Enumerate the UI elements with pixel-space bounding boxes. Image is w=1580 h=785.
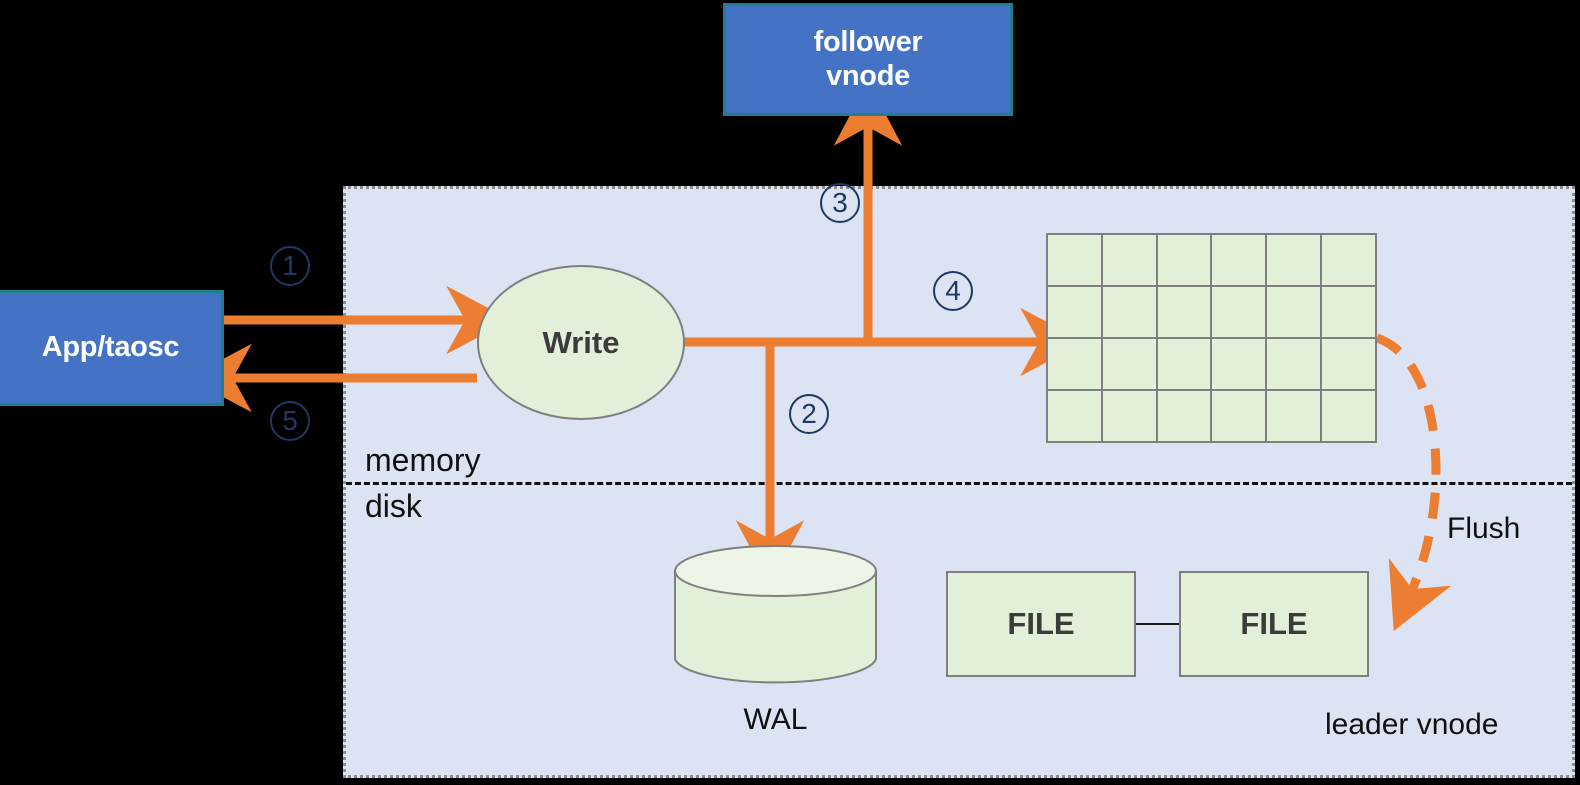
memtable-cell bbox=[1322, 235, 1375, 285]
memtable-cell bbox=[1322, 339, 1375, 389]
memtable-cell bbox=[1267, 235, 1321, 285]
flush-edge-label: Flush bbox=[1447, 512, 1521, 545]
memtable-cell bbox=[1157, 339, 1211, 389]
step-badge-1: 1 bbox=[270, 246, 310, 286]
memtable-cell bbox=[1102, 391, 1156, 441]
file-link-line bbox=[1136, 623, 1180, 625]
memtable-cell bbox=[1048, 235, 1101, 285]
memtable-cell bbox=[1267, 391, 1321, 441]
memtable-cell bbox=[1102, 339, 1156, 389]
memtable-cell bbox=[1048, 391, 1101, 441]
step-badge-2: 2 bbox=[789, 394, 829, 434]
wal-label: WAL bbox=[743, 703, 808, 736]
memtable-cell bbox=[1267, 287, 1321, 337]
memtable-cell bbox=[1212, 391, 1266, 441]
app-taosc-label: App/taosc bbox=[41, 331, 180, 364]
memory-disk-divider bbox=[346, 482, 1572, 485]
step-badge-5: 5 bbox=[270, 401, 310, 441]
memtable-cell bbox=[1212, 287, 1266, 337]
memtable-cell bbox=[1048, 287, 1101, 337]
memtable-cell bbox=[1212, 235, 1266, 285]
memtable-cell bbox=[1157, 391, 1211, 441]
memtable-cell bbox=[1322, 287, 1375, 337]
follower-vnode-label-line1: follower bbox=[813, 26, 923, 59]
step-badge-4: 4 bbox=[933, 271, 973, 311]
memtable-cell bbox=[1212, 339, 1266, 389]
leader-vnode-label: leader vnode bbox=[1325, 708, 1499, 741]
app-taosc-box[interactable]: App/taosc bbox=[0, 290, 224, 406]
memtable-grid bbox=[1046, 233, 1377, 443]
memtable-cell bbox=[1157, 287, 1211, 337]
follower-vnode-box[interactable]: follower vnode bbox=[723, 3, 1013, 116]
file-box-2-label: FILE bbox=[1240, 606, 1308, 641]
file-box-1[interactable]: FILE bbox=[946, 571, 1136, 677]
write-node-label: Write bbox=[542, 324, 620, 360]
memtable-cell bbox=[1102, 235, 1156, 285]
wal-cylinder-icon[interactable] bbox=[674, 545, 877, 685]
file-box-2[interactable]: FILE bbox=[1179, 571, 1369, 677]
memtable-cell bbox=[1267, 339, 1321, 389]
memtable-cell bbox=[1102, 287, 1156, 337]
file-box-1-label: FILE bbox=[1007, 606, 1075, 641]
step-badge-3: 3 bbox=[820, 183, 860, 223]
disk-tier-label: disk bbox=[365, 488, 422, 524]
write-node[interactable]: Write bbox=[477, 265, 685, 420]
follower-vnode-label-line2: vnode bbox=[826, 59, 910, 92]
memtable-cell bbox=[1048, 339, 1101, 389]
memtable-cell bbox=[1157, 235, 1211, 285]
memory-tier-label: memory bbox=[365, 442, 481, 478]
memtable-cell bbox=[1322, 391, 1375, 441]
